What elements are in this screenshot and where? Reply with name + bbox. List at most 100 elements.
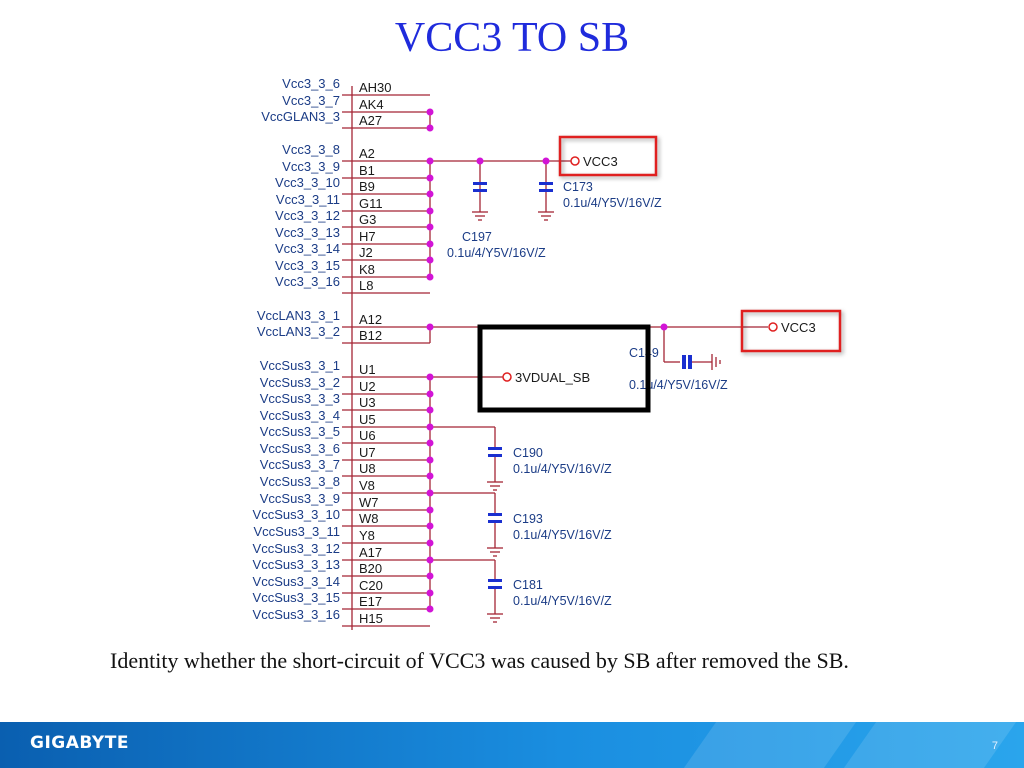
c190-value: 0.1u/4/Y5V/16V/Z: [513, 462, 612, 476]
pin-row: Vcc3_3_7 AK4: [282, 93, 430, 113]
pin-number: G3: [359, 212, 376, 227]
pin-net-name: VccSus3_3_11: [254, 524, 341, 539]
pin-row: Vcc3_3_14 J2: [275, 241, 430, 261]
pin-net-name: VccSus3_3_15: [253, 590, 340, 605]
pin-row: Vcc3_3_16 L8: [275, 274, 430, 294]
pin-number: K8: [359, 262, 375, 277]
pin-net-name: VccSus3_3_10: [253, 507, 340, 522]
pin-row: VccSus3_3_14 C20: [253, 574, 430, 594]
pin-number: U7: [359, 445, 376, 460]
pin-net-name: VccSus3_3_16: [253, 607, 340, 622]
pin-net-name: Vcc3_3_14: [275, 241, 340, 256]
pin-net-name: VccSus3_3_14: [253, 574, 340, 589]
capacitor-c181-symbol: [487, 579, 503, 623]
pin-net-name: VccSus3_3_5: [260, 424, 340, 439]
capacitor-c193-symbol: [487, 513, 503, 557]
pin-number: B1: [359, 163, 375, 178]
c181-value: 0.1u/4/Y5V/16V/Z: [513, 594, 612, 608]
pin-net-name: VccSus3_3_7: [260, 457, 340, 472]
pin-number: AK4: [359, 97, 384, 112]
c149-value: 0.1u/4/Y5V/16V/Z: [629, 378, 728, 392]
pin-row: VccLAN3_3_1 A12: [257, 308, 430, 328]
pin-row: Vcc3_3_13 H7: [275, 225, 430, 245]
pin-row: Vcc3_3_9 B1: [282, 159, 430, 179]
pin-net-name: VccSus3_3_6: [260, 441, 340, 456]
pin-row: VccSus3_3_10 W8: [253, 507, 430, 527]
pin-net-name: Vcc3_3_7: [282, 93, 340, 108]
pin-row: Vcc3_3_11 G11: [276, 192, 430, 212]
capacitor-c190-symbol: [487, 447, 503, 491]
c181-ref: C181: [513, 578, 543, 592]
pin-net-name: Vcc3_3_8: [282, 142, 340, 157]
pin-net-name: VccSus3_3_12: [253, 541, 340, 556]
port-3vdual-sb: 3VDUAL_SB: [502, 370, 590, 385]
c173-value: 0.1u/4/Y5V/16V/Z: [563, 196, 662, 210]
pin-number: L8: [359, 278, 373, 293]
pin-number: AH30: [359, 80, 392, 95]
pin-number: E17: [359, 594, 382, 609]
junction-dots: [426, 108, 668, 613]
pin-row: VccSus3_3_5 U6: [260, 424, 430, 444]
pin-row: VccSus3_3_7 U8: [260, 457, 430, 477]
slide-title: VCC3 TO SB: [394, 15, 630, 61]
highlight-box-vcc3-top: [558, 135, 658, 177]
pin-row: VccSus3_3_11 Y8: [254, 524, 430, 544]
pin-row: Vcc3_3_8 A2: [282, 142, 430, 162]
pin-number: U5: [359, 412, 376, 427]
pin-net-name: Vcc3_3_9: [282, 159, 340, 174]
capacitor-c149-symbol: [682, 354, 721, 370]
c197-value: 0.1u/4/Y5V/16V/Z: [447, 246, 546, 260]
pin-net-name: VccLAN3_3_2: [257, 324, 340, 339]
pin-row: VccSus3_3_1 U1: [260, 358, 430, 378]
pin-net-name: Vcc3_3_10: [275, 175, 340, 190]
pin-row: VccSus3_3_12 A17: [253, 541, 430, 561]
pin-net-name: VccSus3_3_4: [260, 408, 340, 423]
pin-number: A2: [359, 146, 375, 161]
port-3vdual-sb-label: 3VDUAL_SB: [515, 370, 590, 385]
highlight-box-3vdual-sb: [477, 324, 651, 413]
pin-number: A12: [359, 312, 382, 327]
c193-value: 0.1u/4/Y5V/16V/Z: [513, 528, 612, 542]
brand-logo-text: GIGABYTE: [30, 733, 129, 753]
capacitor-c173-symbol: [538, 182, 554, 221]
pin-number: Y8: [359, 528, 375, 543]
pin-number: U8: [359, 461, 376, 476]
c193-ref: C193: [513, 512, 543, 526]
c173-ref: C173: [563, 180, 593, 194]
pin-net-name: VccSus3_3_9: [260, 491, 340, 506]
pin-number: U1: [359, 362, 376, 377]
capacitor-c197-symbol: [472, 182, 488, 221]
port-vcc3-top-label: VCC3: [583, 154, 618, 169]
pin-net-name: VccSus3_3_8: [260, 474, 340, 489]
pin-net-name: VccSus3_3_3: [260, 391, 340, 406]
c149-ref: C149: [629, 346, 659, 360]
pin-number: C20: [359, 578, 383, 593]
pin-number: W8: [359, 511, 379, 526]
port-vcc3-mid: VCC3: [768, 320, 816, 335]
pin-number: W7: [359, 495, 379, 510]
pin-net-name: VccSus3_3_1: [260, 358, 340, 373]
pin-net-name: Vcc3_3_16: [275, 274, 340, 289]
pin-row: VccSus3_3_8 V8: [260, 474, 430, 494]
pin-number: A17: [359, 545, 382, 560]
pin-number: J2: [359, 245, 373, 260]
c197-ref: C197: [462, 230, 492, 244]
pin-number: V8: [359, 478, 375, 493]
pin-net-name: Vcc3_3_11: [276, 192, 340, 207]
pin-net-name: VccSus3_3_13: [253, 557, 340, 572]
c190-ref: C190: [513, 446, 543, 460]
pin-net-name: VccLAN3_3_1: [257, 308, 340, 323]
pin-net-name: Vcc3_3_13: [275, 225, 340, 240]
pin-number: G11: [359, 196, 383, 211]
pin-number: U6: [359, 428, 376, 443]
pin-net-name: VccSus3_3_2: [260, 375, 340, 390]
pin-number: H7: [359, 229, 376, 244]
